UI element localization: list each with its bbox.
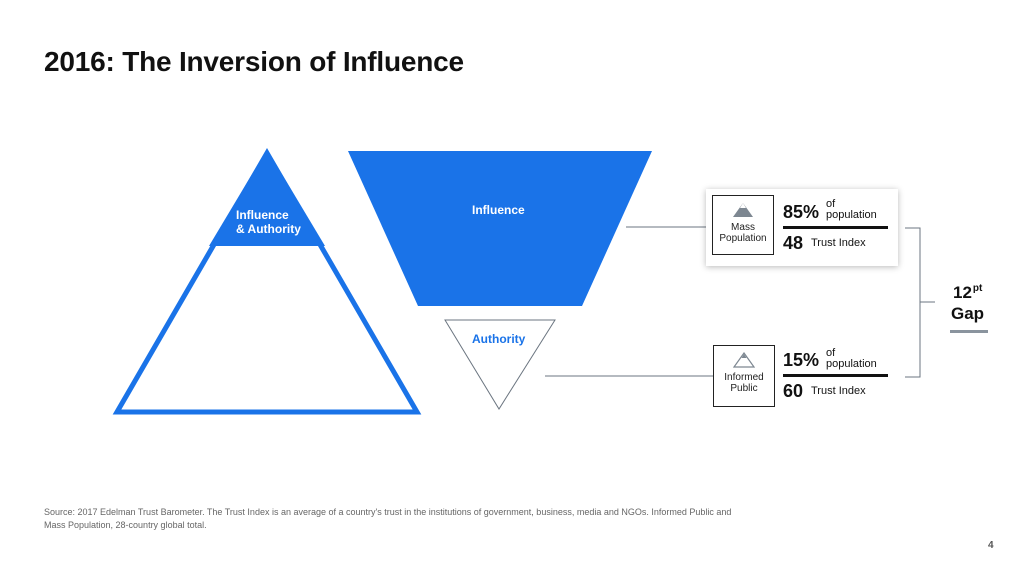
mass-population-card: Mass Population 85% of population 48 Tru… bbox=[706, 189, 898, 266]
left-triangle-label-line2: & Authority bbox=[236, 222, 301, 236]
page-title: 2016: The Inversion of Influence bbox=[44, 46, 464, 77]
left-triangle-outline bbox=[112, 148, 422, 415]
informed-public-card: Informed Public 15% of population 60 Tru… bbox=[713, 345, 893, 407]
informed-public-trust-index-value: 60 bbox=[783, 381, 804, 401]
inverted-triangle-influence bbox=[348, 151, 652, 306]
gap-number: 12 bbox=[953, 283, 972, 302]
gap-value: 12pt bbox=[953, 283, 982, 303]
informed-public-population-text: population bbox=[826, 358, 877, 370]
informed-public-trust-index-label: Trust Index bbox=[811, 385, 866, 397]
page-number: 4 bbox=[988, 540, 994, 551]
informed-public-icon-label-line2: Public bbox=[730, 383, 758, 394]
mass-population-trust-index-label: Trust Index bbox=[811, 237, 866, 249]
mass-population-population-text: population bbox=[826, 209, 877, 221]
gap-underline bbox=[950, 330, 988, 333]
gap-bracket bbox=[905, 227, 921, 378]
authority-label: Authority bbox=[472, 332, 526, 346]
mass-population-percent: 85% bbox=[783, 202, 820, 222]
gap-unit: pt bbox=[972, 283, 983, 294]
informed-public-icon-label-line1: Informed bbox=[724, 372, 764, 383]
mass-population-trust-index-value: 48 bbox=[783, 233, 804, 253]
inverted-triangle-authority bbox=[444, 319, 556, 410]
mountain-icon bbox=[733, 352, 755, 368]
influence-label: Influence bbox=[472, 203, 525, 217]
source-note: Source: 2017 Edelman Trust Barometer. Th… bbox=[44, 507, 732, 530]
gap-label: Gap bbox=[951, 304, 985, 323]
mass-population-icon-box: Mass Population bbox=[712, 195, 774, 255]
mountain-icon bbox=[733, 203, 753, 217]
informed-public-percent: 15% bbox=[783, 350, 820, 370]
left-triangle-label: Influence & Authority bbox=[236, 208, 301, 236]
left-triangle-top-fill bbox=[209, 149, 325, 246]
mass-population-rule bbox=[783, 226, 888, 229]
mass-population-of-text: of bbox=[826, 198, 836, 210]
left-triangle-label-line1: Influence bbox=[236, 208, 289, 222]
informed-public-icon-box: Informed Public bbox=[713, 345, 775, 407]
mass-population-icon-label-line2: Population bbox=[719, 233, 767, 244]
mass-population-icon-label-line1: Mass bbox=[731, 222, 755, 233]
informed-public-rule bbox=[783, 374, 888, 377]
informed-public-of-text: of bbox=[826, 347, 836, 359]
